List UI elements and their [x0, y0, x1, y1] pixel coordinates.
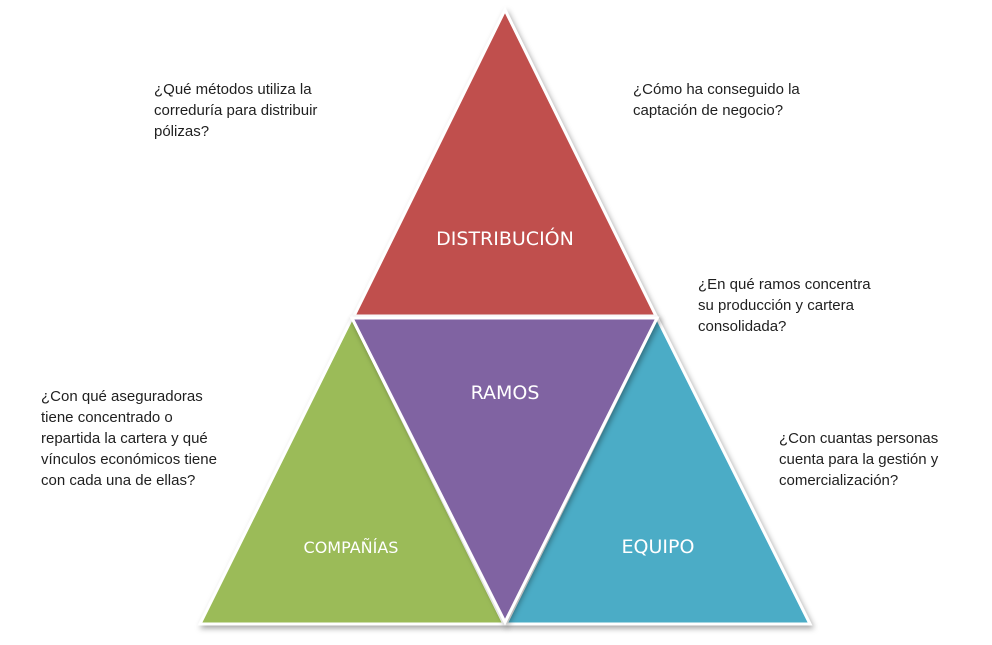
question-line: captación de negocio?: [633, 102, 784, 119]
question-line: ¿Con qué aseguradoras: [41, 388, 203, 405]
question-line: comercialización?: [779, 472, 899, 489]
question-line: cuenta para la gestión y: [779, 451, 939, 468]
question-business-capture: ¿Cómo ha conseguido la captación de nego…: [633, 79, 800, 121]
question-line: repartida la cartera y qué: [41, 430, 208, 447]
triangle-ramos: [349, 316, 660, 626]
question-distribution-methods: ¿Qué métodos utiliza la correduría para …: [154, 79, 317, 142]
label-companias: COMPAÑÍAS: [304, 538, 399, 557]
question-line: con cada una de ellas?: [41, 472, 196, 489]
label-equipo: EQUIPO: [622, 536, 695, 558]
question-aseguradoras: ¿Con qué aseguradoras tiene concentrado …: [41, 386, 217, 491]
label-ramos: RAMOS: [471, 382, 540, 404]
question-line: vínculos económicos tiene: [41, 451, 217, 468]
question-line: tiene concentrado o: [41, 409, 173, 426]
question-line: ¿Cómo ha conseguido la: [633, 81, 800, 98]
question-line: su producción y cartera: [698, 297, 854, 314]
question-line: consolidada?: [698, 318, 787, 335]
question-line: ¿Con cuantas personas: [779, 430, 939, 447]
question-ramos: ¿En qué ramos concentra su producción y …: [698, 274, 871, 337]
question-line: ¿En qué ramos concentra: [698, 276, 871, 293]
question-equipo: ¿Con cuantas personas cuenta para la ges…: [779, 428, 938, 491]
label-distribucion: DISTRIBUCIÓN: [436, 226, 574, 250]
question-line: pólizas?: [154, 123, 210, 140]
question-line: ¿Qué métodos utiliza la: [154, 81, 312, 98]
question-line: correduría para distribuir: [154, 102, 318, 119]
triangle-distribucion: [351, 6, 659, 318]
